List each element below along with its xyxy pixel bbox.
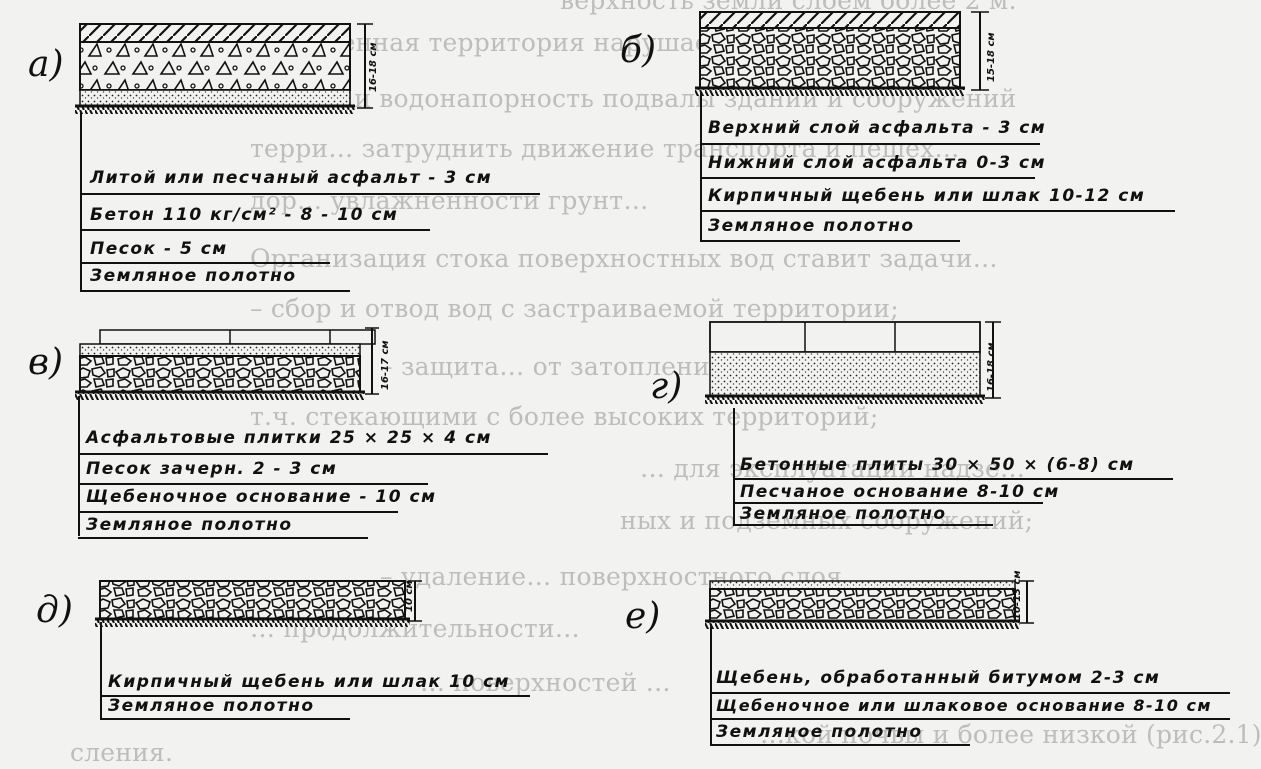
panel-v-layer-3: Щебеночное основание - 10 см [86, 487, 437, 507]
panel-e-thickness: 10-13 см [1012, 570, 1023, 620]
panel-b-cross-section [695, 11, 989, 96]
panel-d-letter: д) [36, 590, 73, 631]
panel-v-cross-section [75, 327, 379, 400]
bg-text-line: Организация стока поверхностных вод став… [250, 244, 998, 273]
panel-a-thickness: 16-18 см [368, 42, 379, 92]
panel-v-letter: в) [28, 342, 63, 383]
panel-v-layer-4: Земляное полотно [86, 515, 293, 535]
panel-e-layer-3: Земляное полотно [716, 722, 923, 742]
panel-v-layer-1: Асфальтовые плитки 25 × 25 × 4 см [86, 428, 492, 448]
panel-g-layer-3: Земляное полотно [740, 504, 947, 524]
panel-b-layer-3: Кирпичный щебень или шлак 10-12 см [708, 186, 1146, 206]
panel-g-layer-1: Бетонные плиты 30 × 50 × (6-8) см [740, 455, 1135, 475]
panel-g-letter: г) [650, 366, 683, 407]
panel-a-layer-1: Литой или песчаный асфальт - 3 см [90, 168, 493, 188]
panel-v-thickness: 16-17 см [380, 340, 391, 390]
panel-a-layer-3: Песок - 5 см [90, 239, 228, 259]
bg-text-line: сления. [70, 738, 174, 767]
panel-b-layer-4: Земляное полотно [708, 216, 915, 236]
panel-g-layer-2: Песчаное основание 8-10 см [740, 482, 1060, 502]
panel-e-layer-1: Щебень, обработанный битумом 2-3 см [716, 668, 1161, 688]
bg-text-line: т.ч. стекающими с более высоких территор… [250, 402, 879, 431]
panel-d-layer-2: Земляное полотно [108, 696, 315, 716]
panel-b-thickness: 15-18 см [986, 32, 997, 82]
panel-e-letter: е) [625, 596, 661, 637]
panel-v-layer-2: Песок зачерн. 2 - 3 см [86, 459, 338, 479]
bg-text-line: – сбор и отвод вод с застраиваемой терри… [250, 294, 899, 323]
panel-b-layer-2: Нижний слой асфальта 0-3 см [708, 153, 1047, 173]
panel-a-layer-4: Земляное полотно [90, 266, 297, 286]
bg-text-line: … поверхностей … [420, 668, 671, 697]
panel-a-leader [80, 112, 82, 292]
bg-text-line: ных и подземных сооружений; [620, 506, 1034, 535]
panel-d-layer-1: Кирпичный щебень или шлак 10 см [108, 672, 511, 692]
panel-g-thickness: 16-18 см [986, 342, 997, 392]
panel-a-cross-section [75, 23, 373, 114]
panel-e-cross-section [705, 580, 1034, 629]
panel-g-cross-section [705, 321, 1001, 404]
panel-b-layer-1: Верхний слой асфальта - 3 см [708, 118, 1047, 138]
panel-d-thickness: 10 см [404, 580, 415, 613]
panel-a-layer-2: Бетон 110 кг/см² - 8 - 10 см [90, 205, 399, 225]
panel-e-layer-2: Щебеночное или шлаковое основание 8-10 с… [716, 696, 1212, 715]
bg-text-line: дор… увлажненности грунт… [250, 186, 649, 215]
panel-b-letter: б) [620, 30, 657, 71]
panel-a-letter: а) [28, 44, 64, 85]
bg-text-line: терри… затруднить движение транспорта и … [250, 134, 960, 163]
panel-d-cross-section [95, 580, 422, 627]
